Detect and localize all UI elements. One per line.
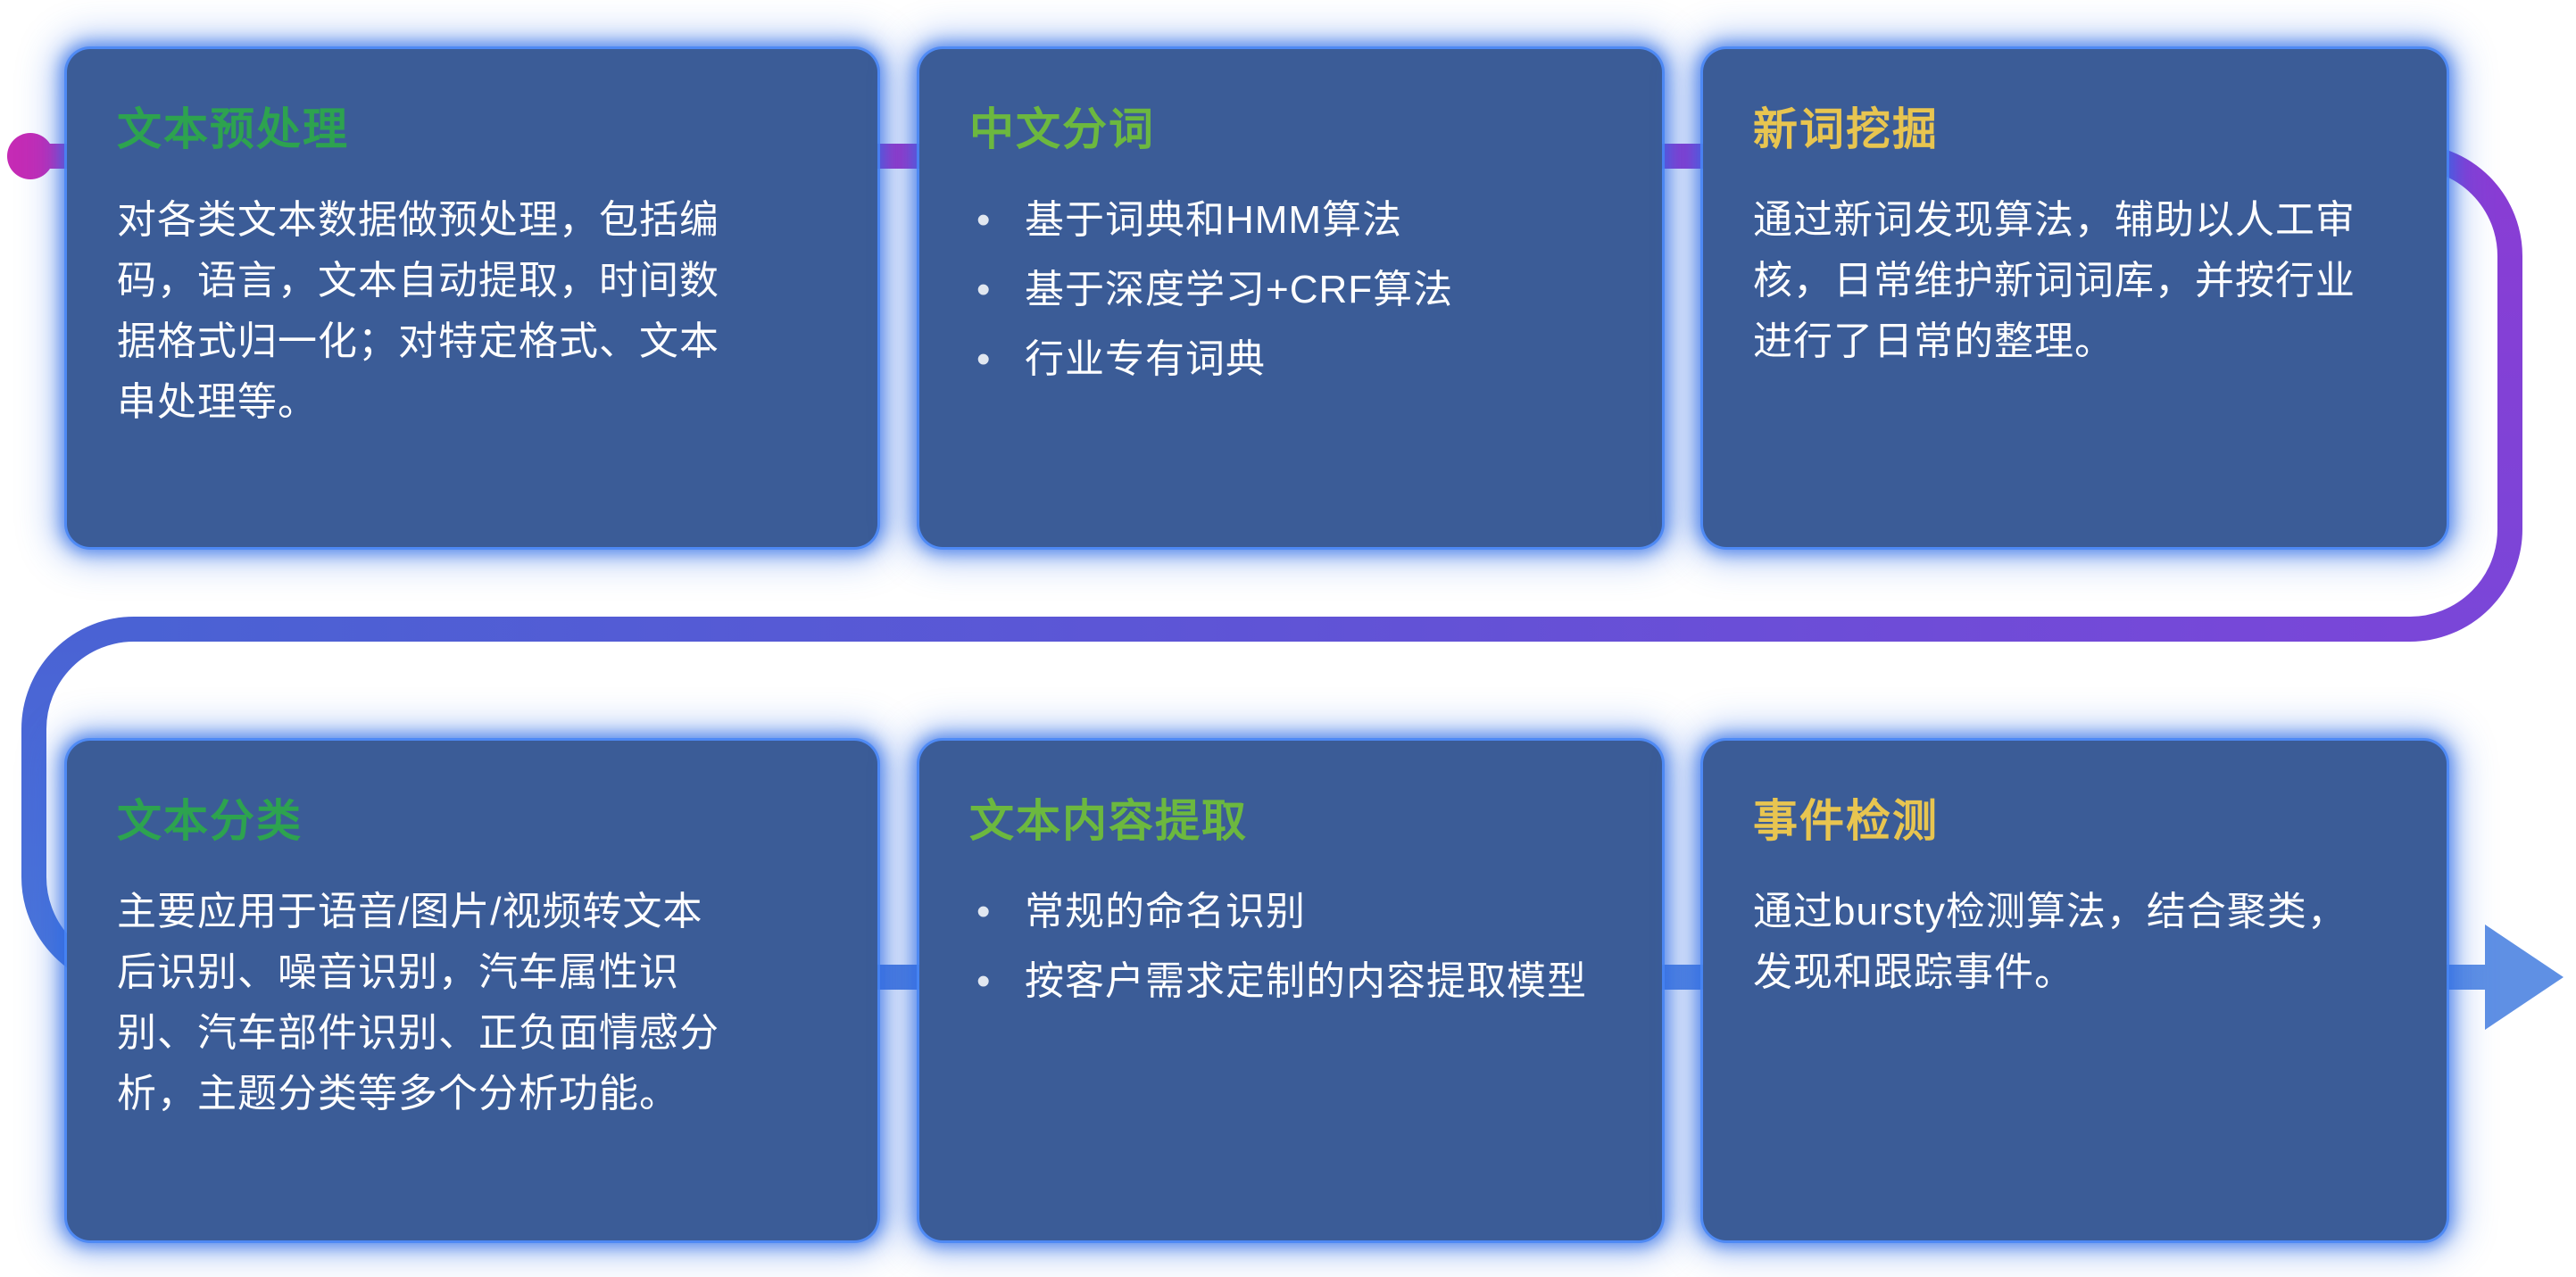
card-body: 通过bursty检测算法，结合聚类，发现和跟踪事件。 — [1753, 890, 2347, 994]
flow-arrowhead — [2485, 925, 2564, 1030]
card-event-detection: 事件检测 通过bursty检测算法，结合聚类，发现和跟踪事件。 — [1703, 741, 2447, 1240]
bullet-item: 基于词典和HMM算法 — [969, 190, 1612, 251]
card-bullet-list: 基于词典和HMM算法基于深度学习+CRF算法行业专有词典 — [969, 190, 1612, 390]
bullet-item: 行业专有词典 — [969, 329, 1612, 390]
card-text-classification: 文本分类 主要应用于语音/图片/视频转文本后识别、噪音识别，汽车属性识别、汽车部… — [67, 741, 877, 1240]
card-title: 事件检测 — [1753, 796, 1939, 846]
card-body: 对各类文本数据做预处理，包括编码，语言，文本自动提取，时间数据格式归一化；对特定… — [117, 198, 719, 424]
flow-right-turn — [2409, 144, 2522, 642]
card-new-word-mining: 新词挖掘 通过新词发现算法，辅助以人工审核，日常维护新词词库，并按行业进行了日常… — [1703, 49, 2447, 547]
card-text-content-extraction: 文本内容提取 常规的命名识别按客户需求定制的内容提取模型 — [919, 741, 1662, 1240]
card-title: 中文分词 — [969, 104, 1155, 154]
card-title: 新词挖掘 — [1753, 104, 1939, 154]
card-title: 文本内容提取 — [969, 796, 1248, 846]
bullet-item: 按客户需求定制的内容提取模型 — [969, 951, 1612, 1012]
card-title: 文本分类 — [117, 796, 303, 846]
card-body: 主要应用于语音/图片/视频转文本后识别、噪音识别，汽车属性识别、汽车部件识别、正… — [117, 890, 719, 1115]
card-title: 文本预处理 — [117, 104, 349, 154]
card-bullet-list: 常规的命名识别按客户需求定制的内容提取模型 — [969, 882, 1612, 1012]
bullet-item: 常规的命名识别 — [969, 882, 1612, 942]
card-text-preprocessing: 文本预处理 对各类文本数据做预处理，包括编码，语言，文本自动提取，时间数据格式归… — [67, 49, 877, 547]
card-chinese-word-segmentation: 中文分词 基于词典和HMM算法基于深度学习+CRF算法行业专有词典 — [919, 49, 1662, 547]
bullet-item: 基于深度学习+CRF算法 — [969, 260, 1612, 320]
card-body: 通过新词发现算法，辅助以人工审核，日常维护新词词库，并按行业进行了日常的整理。 — [1753, 198, 2356, 363]
